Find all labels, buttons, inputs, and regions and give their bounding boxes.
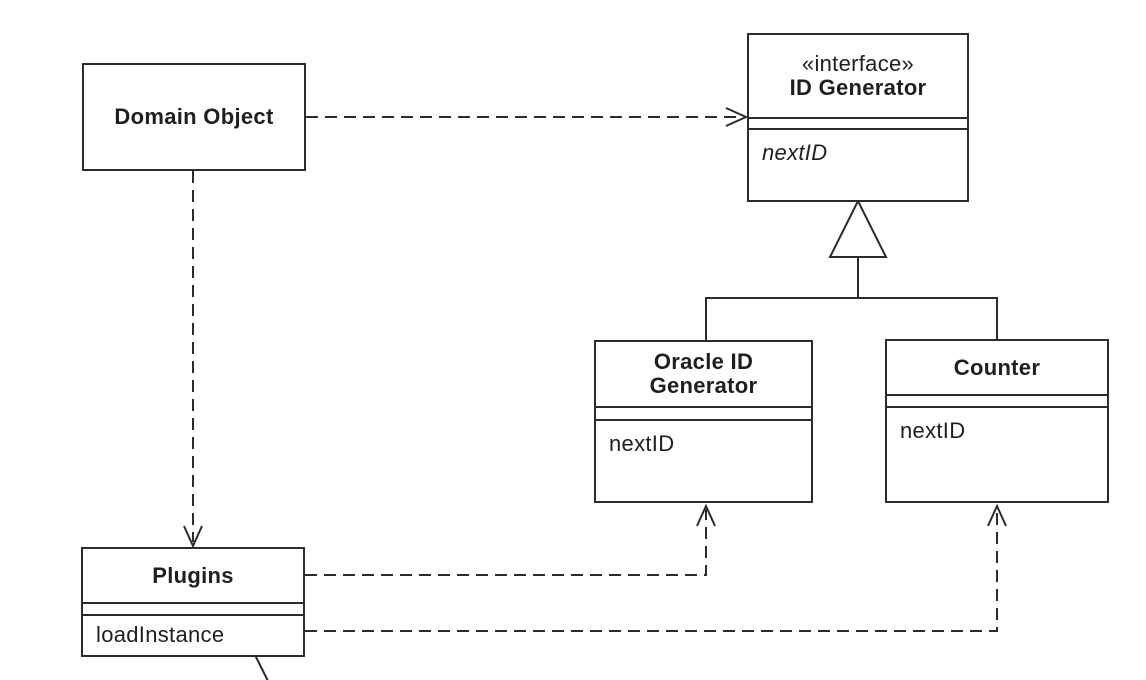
dependency-arrow-domain-to-plugins <box>183 171 203 549</box>
dependency-arrow-loadinstance-to-counter <box>305 503 1007 632</box>
open-arrowhead-right-icon <box>725 107 749 127</box>
attributes-compartment <box>887 394 1107 408</box>
class-box-plugins: Plugins loadInstance <box>81 547 305 657</box>
class-title: Domain Object <box>84 105 304 129</box>
open-arrowhead-up-icon <box>696 503 716 527</box>
operations-compartment: nextID <box>887 408 1107 501</box>
hollow-triangle-icon <box>828 198 888 258</box>
operation-label: nextID <box>762 140 828 165</box>
class-name-label: Counter <box>953 354 1041 380</box>
stereotype-label: «interface» <box>801 51 915 76</box>
operations-compartment: loadInstance <box>83 616 303 655</box>
class-name-line1: Oracle ID <box>653 349 754 374</box>
open-arrowhead-down-icon <box>183 525 203 549</box>
class-name-label: Plugins <box>152 562 234 588</box>
class-title: Plugins <box>83 549 303 602</box>
operation-label: loadInstance <box>96 622 225 647</box>
generalization-connector <box>705 198 998 340</box>
class-name-line2: Generator <box>649 373 758 398</box>
attributes-compartment <box>596 406 811 421</box>
class-title: Oracle ID Generator <box>596 342 811 406</box>
class-title: Counter <box>887 341 1107 394</box>
attributes-compartment <box>83 602 303 616</box>
operations-compartment: nextID <box>749 130 967 200</box>
class-title: «interface» ID Generator <box>749 35 967 117</box>
class-box-counter: Counter nextID <box>885 339 1109 503</box>
attributes-compartment <box>749 117 967 130</box>
dependency-arrow-domain-to-idgenerator <box>306 107 749 127</box>
open-arrowhead-up-icon <box>987 503 1007 527</box>
dependency-arrow-plugins-to-oracle <box>305 503 716 576</box>
class-box-oracle-id-generator: Oracle ID Generator nextID <box>594 340 813 503</box>
operations-compartment: nextID <box>596 421 811 501</box>
class-name-label: ID Generator <box>789 75 927 100</box>
operation-label: nextID <box>609 431 675 456</box>
class-name-label: Domain Object <box>114 104 274 129</box>
class-box-domain-object: Domain Object <box>82 63 306 171</box>
class-box-id-generator: «interface» ID Generator nextID <box>747 33 969 202</box>
operation-label: nextID <box>900 418 966 443</box>
